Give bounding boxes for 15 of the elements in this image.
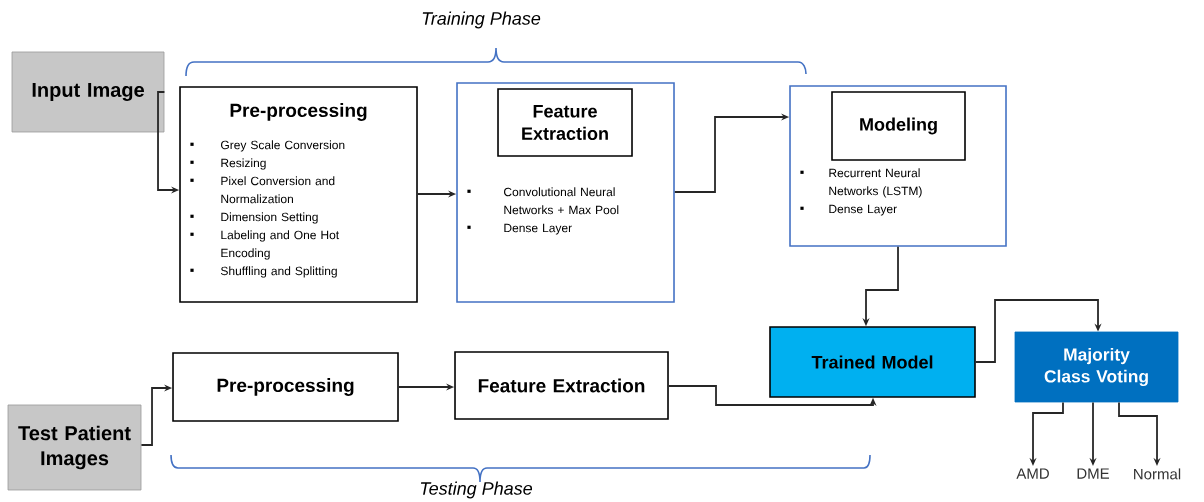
process-box: Pre-processing Grey Scale Conversion Resizing Pixel Conversion and Normalization Dimension Setting Labeling and One Hot Encoding Shuffling and Splitting — [179, 86, 418, 303]
process-box: Feature Extraction — [454, 351, 669, 420]
model-box: Trained Model — [769, 326, 976, 398]
input-box: Test Patient Images — [7, 404, 142, 491]
class-label: AMD — [1016, 468, 1049, 479]
class-label: Normal — [1134, 468, 1181, 480]
class-label: DME — [1077, 468, 1109, 479]
voting-box: Majority Class Voting — [1014, 331, 1179, 403]
phase-label: Testing Phase — [420, 481, 533, 499]
heading-box: Modeling — [831, 91, 966, 161]
phase-label: Training Phase — [422, 11, 541, 29]
process-box: Pre-processing — [172, 352, 399, 422]
arrow — [974, 299, 1102, 363]
input-box: Input Image — [11, 51, 165, 133]
heading-box: Feature Extraction — [497, 88, 633, 157]
